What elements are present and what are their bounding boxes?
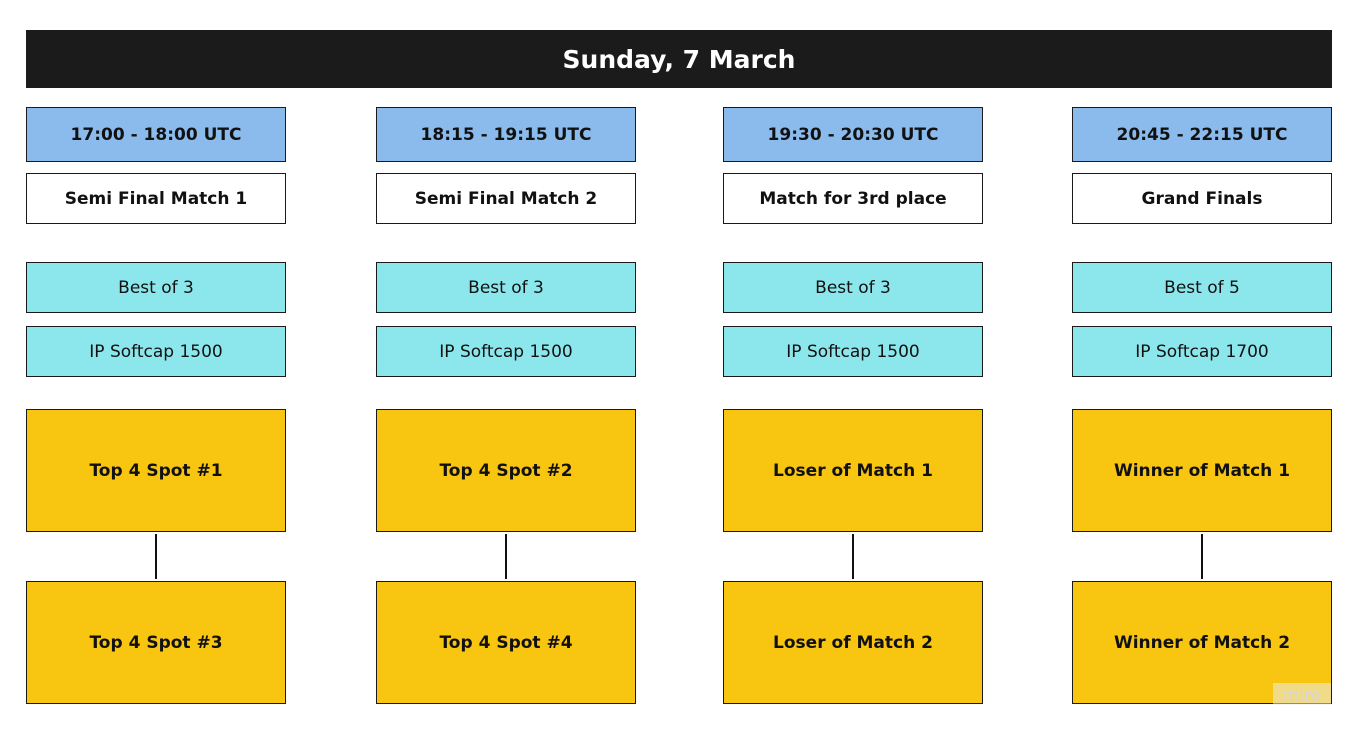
participant-slot-bottom: Top 4 Spot #3 (26, 581, 286, 704)
match-format: Best of 3 (26, 262, 286, 313)
match-column-2: 18:15 - 19:15 UTC Semi Final Match 2 Bes… (376, 0, 636, 737)
versus-connector (155, 534, 157, 579)
ip-softcap: IP Softcap 1700 (1072, 326, 1332, 377)
participant-slot-top: Top 4 Spot #1 (26, 409, 286, 532)
match-name: Semi Final Match 1 (26, 173, 286, 224)
participant-slot-bottom: Loser of Match 2 (723, 581, 983, 704)
match-column-1: 17:00 - 18:00 UTC Semi Final Match 1 Bes… (26, 0, 286, 737)
time-slot: 20:45 - 22:15 UTC (1072, 107, 1332, 162)
match-name: Grand Finals (1072, 173, 1332, 224)
match-format: Best of 3 (723, 262, 983, 313)
versus-connector (852, 534, 854, 579)
match-format: Best of 3 (376, 262, 636, 313)
match-format: Best of 5 (1072, 262, 1332, 313)
versus-connector (505, 534, 507, 579)
match-name: Match for 3rd place (723, 173, 983, 224)
participant-slot-top: Winner of Match 1 (1072, 409, 1332, 532)
schedule-title: Sunday, 7 March (26, 30, 1332, 88)
match-column-4: 20:45 - 22:15 UTC Grand Finals Best of 5… (1072, 0, 1332, 737)
ip-softcap: IP Softcap 1500 (376, 326, 636, 377)
participant-slot-top: Top 4 Spot #2 (376, 409, 636, 532)
participant-slot-bottom: Top 4 Spot #4 (376, 581, 636, 704)
ip-softcap: IP Softcap 1500 (26, 326, 286, 377)
match-column-3: 19:30 - 20:30 UTC Match for 3rd place Be… (723, 0, 983, 737)
time-slot: 19:30 - 20:30 UTC (723, 107, 983, 162)
participant-slot-top: Loser of Match 1 (723, 409, 983, 532)
time-slot: 17:00 - 18:00 UTC (26, 107, 286, 162)
time-slot: 18:15 - 19:15 UTC (376, 107, 636, 162)
miro-watermark: miro (1273, 683, 1331, 705)
match-name: Semi Final Match 2 (376, 173, 636, 224)
ip-softcap: IP Softcap 1500 (723, 326, 983, 377)
versus-connector (1201, 534, 1203, 579)
